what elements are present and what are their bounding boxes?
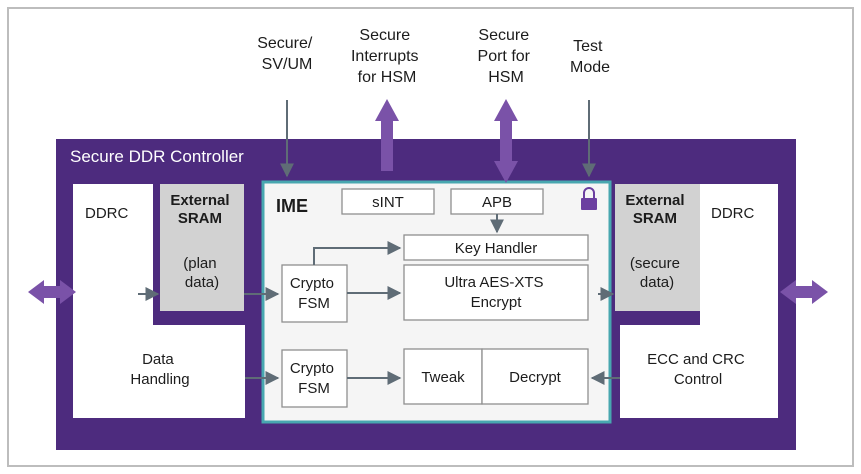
port-label: Secure Port for HSM (478, 27, 535, 86)
interrupts-label: Secure Interrupts for HSM (351, 27, 423, 86)
left-io-arrow (28, 280, 76, 304)
tweak-box (403, 348, 483, 405)
ecc-crc-label: ECC and CRC Control (647, 351, 749, 388)
right-ddrc-label: DDRC (711, 205, 754, 222)
decrypt-box (481, 348, 589, 405)
encrypt-box (403, 264, 589, 321)
key-handler-box (403, 234, 589, 261)
left-ddrc-block (73, 184, 245, 418)
interrupts-up-arrow (375, 99, 399, 171)
key-handler-label: Key Handler (455, 240, 538, 257)
right-sram-block (615, 184, 700, 311)
decrypt-label: Decrypt (509, 369, 562, 386)
encrypt-label: Ultra AES-XTS Encrypt (444, 274, 547, 311)
crypto-fsm-bottom-box (281, 349, 348, 408)
controller-title: Secure DDR Controller (70, 147, 244, 166)
lock-icon (581, 187, 597, 210)
right-io-arrow (780, 280, 828, 304)
crypto-fsm-top-label: Crypto FSM (290, 275, 338, 312)
right-sram-label: External SRAM (secure data) (625, 192, 688, 291)
apb-label: APB (482, 194, 512, 211)
right-ddrc-block (620, 184, 778, 418)
left-ddrc-label: DDRC (85, 205, 128, 222)
internal-arrows (138, 100, 620, 385)
apb-box (450, 188, 544, 215)
port-double-arrow (494, 99, 518, 183)
sint-label: sINT (372, 194, 404, 211)
crypto-fsm-top-box (281, 264, 348, 323)
test-mode-label: Test Mode (570, 38, 610, 76)
data-handling-label: Data Handling (130, 351, 189, 388)
purple-arrows (28, 99, 828, 304)
crypto-fsm-bottom-label: Crypto FSM (290, 360, 338, 397)
tweak-label: Tweak (421, 369, 465, 386)
fsm-to-key-arrow (313, 241, 402, 265)
left-sram-block (160, 184, 244, 311)
ime-title: IME (276, 196, 308, 216)
left-sram-label: External SRAM (plan data) (170, 192, 233, 291)
sint-box (341, 188, 435, 215)
sv-um-label: Secure/ SV/UM (257, 35, 317, 73)
